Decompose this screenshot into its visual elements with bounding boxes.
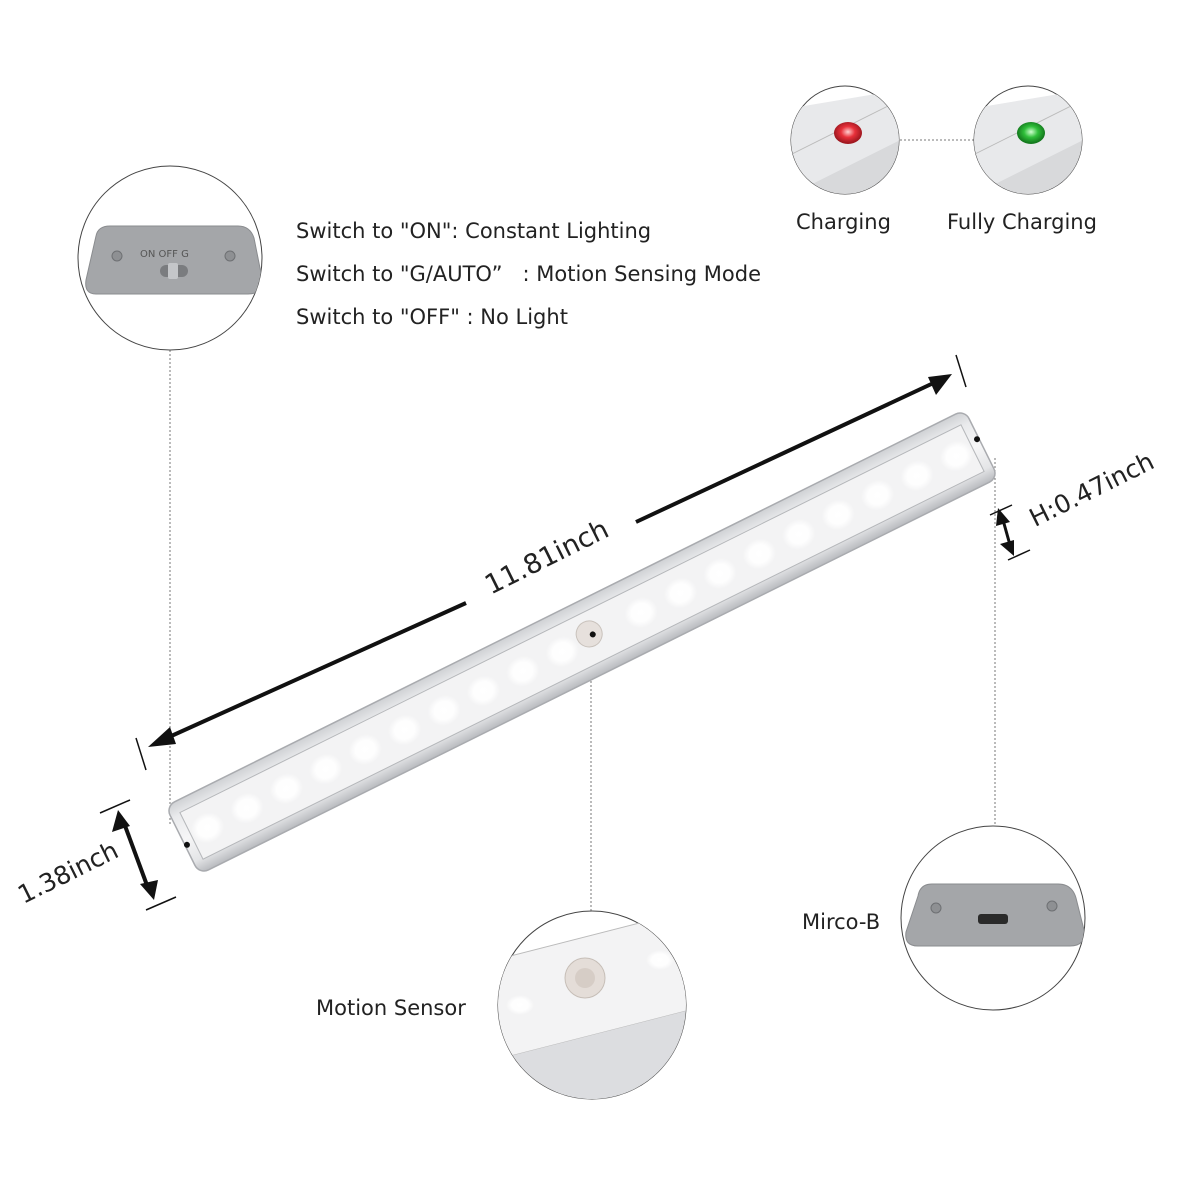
motion-sensor-label: Motion Sensor: [316, 996, 466, 1020]
length-dimension-arrow: [135, 354, 967, 771]
led-chip: [466, 675, 501, 707]
switch-off-instruction: Switch to "OFF" : No Light: [296, 305, 568, 329]
charging-label: Charging: [796, 210, 891, 234]
led-chip: [860, 479, 895, 511]
led-chip: [742, 538, 776, 570]
led-chip: [506, 655, 540, 687]
led-chip: [190, 812, 225, 844]
motion-sensor-lens: [575, 620, 603, 648]
motion-sensor-detail-circle: [497, 910, 687, 1100]
led-chip: [427, 695, 461, 726]
switch-on-instruction: Switch to "ON": Constant Lighting: [296, 219, 652, 243]
led-chip: [348, 734, 382, 766]
micro-usb-detail-circle: [900, 825, 1086, 1011]
led-chip: [545, 636, 579, 668]
leader-lines: [169, 139, 996, 912]
micro-b-label: Mirco-B: [802, 910, 881, 934]
height-dimension-arrow: [989, 504, 1031, 561]
led-chip: [624, 597, 658, 629]
led-chip: [782, 518, 816, 550]
led-chip: [900, 460, 934, 492]
fully-charged-indicator-circle: [973, 85, 1083, 195]
charging-indicator-circle: [790, 85, 900, 195]
fully-charging-label: Fully Charging: [947, 210, 1097, 234]
led-chip: [939, 440, 974, 472]
switch-position-labels: ON OFF G: [140, 249, 189, 260]
led-chip: [663, 577, 698, 609]
light-bar: [168, 412, 996, 872]
led-chip: [230, 792, 264, 824]
led-chip: [269, 773, 304, 805]
led-chip: [821, 499, 855, 531]
switch-auto-instruction: Switch to "G/AUTO” : Motion Sensing Mode: [296, 262, 761, 286]
led-chip: [703, 558, 737, 589]
led-chip: [388, 714, 422, 746]
switch-detail-circle: [77, 165, 263, 351]
width-dimension-arrow: [99, 799, 177, 911]
led-chip: [309, 753, 343, 785]
